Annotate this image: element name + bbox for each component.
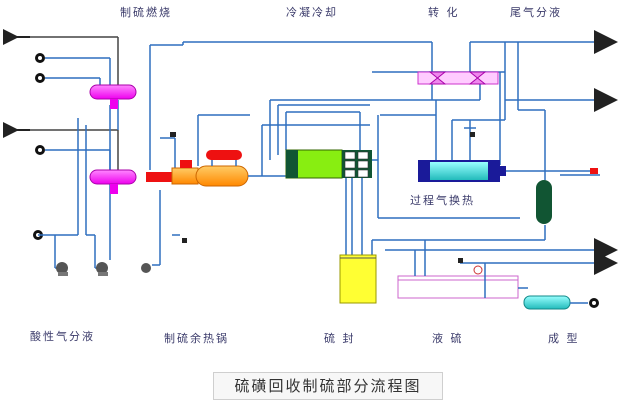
sulfur-condenser bbox=[285, 149, 372, 179]
label-sulfur-combustion: 制硫燃烧 bbox=[120, 6, 172, 19]
pump-icon bbox=[56, 262, 151, 276]
label-waste-heat-boiler: 制硫余热锅 bbox=[164, 332, 229, 345]
converter-reactor bbox=[417, 71, 499, 85]
label-sulfur-seal: 硫 封 bbox=[324, 332, 356, 345]
reaction-furnace bbox=[146, 160, 249, 187]
label-condensation-cooling: 冷凝冷却 bbox=[286, 6, 338, 19]
inlet-markers bbox=[3, 29, 45, 240]
furnace-outlet-pipes bbox=[197, 99, 480, 177]
valve-icons bbox=[170, 132, 475, 263]
label-acid-gas-separation: 酸性气分液 bbox=[30, 330, 95, 343]
sulfur-burner-lower bbox=[89, 169, 137, 194]
diagram-caption: 硫磺回收制硫部分流程图 bbox=[213, 372, 443, 400]
process-gas-heat-exchanger bbox=[418, 160, 598, 182]
label-liquid-sulfur: 液 硫 bbox=[432, 332, 464, 345]
label-tail-gas-separation: 尾气分液 bbox=[510, 6, 562, 19]
label-conversion: 转 化 bbox=[428, 6, 460, 19]
converter-lines bbox=[372, 41, 506, 165]
sulfur-burner-upper bbox=[89, 84, 137, 109]
sulfur-seal-tank bbox=[339, 254, 377, 304]
acid-gas-pumps bbox=[38, 234, 100, 269]
outlet-arrows bbox=[385, 30, 618, 275]
condenser-drain-lines bbox=[345, 115, 546, 255]
waste-heat-boiler-drum bbox=[206, 150, 242, 166]
furnace-feed-lines bbox=[149, 41, 433, 266]
label-forming: 成 型 bbox=[548, 332, 580, 345]
label-process-gas-heat-exchange: 过程气换热 bbox=[410, 194, 475, 207]
liquid-sulfur-pit bbox=[397, 240, 528, 299]
forming-drum bbox=[523, 295, 599, 310]
tail-gas-separator bbox=[517, 42, 600, 224]
